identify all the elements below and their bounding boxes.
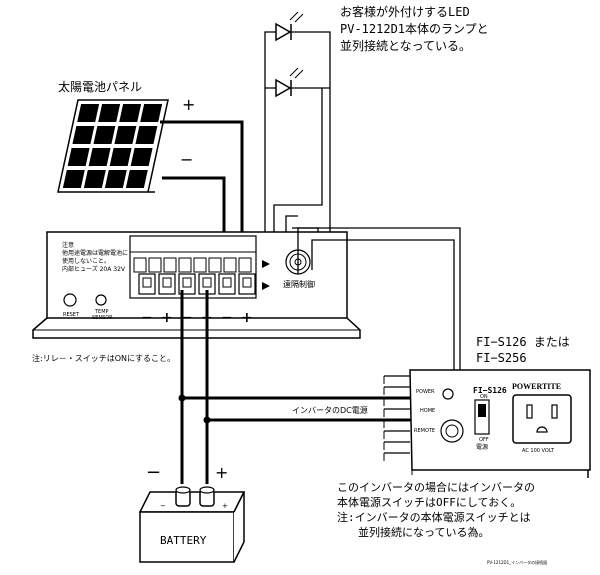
solar-cell — [67, 148, 90, 166]
battery-minus-sign: − — [146, 462, 161, 483]
battery-label: BATTERY — [160, 534, 207, 547]
terminal-arrow — [262, 260, 270, 268]
terminal-clamp — [142, 277, 152, 288]
led-note-line-3: 並列接続となっている。 — [340, 38, 471, 53]
ac-rating-label: AC 100 VOLT — [522, 448, 555, 454]
inverter-name-label: FI−S126 — [473, 386, 507, 395]
terminal-sign: + — [241, 310, 253, 326]
solar-cell — [104, 170, 127, 188]
solar-panel-label: 太陽電池パネル — [58, 79, 142, 94]
solar-cell — [125, 170, 148, 188]
inverter-home-label: HOME — [420, 408, 435, 414]
battery-plus-terminal — [199, 486, 215, 507]
inverter-dc-label: インバータのDC電源 — [292, 406, 368, 415]
temp-sensor-label-2: SENSOR — [92, 315, 113, 321]
bottom-note-line-1: このインバータの場合にはインバータの — [337, 480, 535, 494]
inverter-off-label: OFF — [479, 437, 489, 443]
solar-cell — [135, 126, 158, 144]
solar-cell — [114, 126, 137, 144]
terminal-sign: − — [141, 310, 153, 326]
remote-control-label: 遠隔制御 — [283, 279, 315, 289]
charge-controller — [32, 231, 361, 339]
brand-logo: POWERTITE — [512, 382, 561, 391]
relay-note: 注:リレ－・スイッチはONにすること。 — [32, 353, 175, 363]
inverter-power-label: POWER — [416, 389, 435, 395]
controller-note-4: 内部ヒューズ 20A 32V — [62, 265, 126, 273]
controller-note-2: 他用途電源は電解電池に — [62, 249, 128, 257]
controller-note-1: 注意 — [62, 241, 74, 249]
terminal-clamp — [162, 277, 172, 288]
bottom-note-line-2: 本体電源スイッチはOFFにしておく。 — [337, 495, 521, 509]
solar-cell — [140, 104, 163, 122]
solar-cell — [88, 148, 111, 166]
inverter — [383, 369, 591, 478]
terminal-screw — [208, 257, 222, 273]
bottom-note-line-3: 注:インバータの本体電源スイッチとは — [337, 510, 531, 524]
solar-cell — [119, 104, 142, 122]
solar-panel-cells — [62, 104, 163, 188]
inverter-on-label: ON — [480, 394, 488, 400]
terminal-screw — [133, 257, 147, 273]
solar-cell — [77, 104, 100, 122]
battery-plus-small: + — [222, 502, 228, 510]
solar-cell — [72, 126, 95, 144]
ac-outlet — [512, 394, 572, 444]
panel-plus-sign: + — [182, 95, 195, 114]
reset-label: RESET — [63, 312, 80, 318]
terminal-screw — [238, 257, 252, 273]
battery-plus-sign: + — [215, 463, 228, 482]
solar-cell — [98, 104, 121, 122]
terminal-sign: + — [161, 310, 173, 326]
bottom-note-line-4: 並列接続になっている為。 — [358, 525, 489, 539]
terminal-screw — [178, 257, 192, 273]
solar-cell — [83, 170, 106, 188]
led-note-line-2: PV-1212D1本体のランプと — [340, 22, 489, 36]
solar-cell — [130, 148, 153, 166]
terminal-screw — [163, 257, 177, 273]
terminal-clamp — [242, 277, 252, 288]
terminal-clamp — [202, 277, 212, 288]
power-lamp — [442, 388, 454, 400]
inverter-model-line-2: FI−S256 — [476, 351, 527, 365]
temp-sensor-label-1: TEMP — [94, 309, 109, 315]
solar-cell — [93, 126, 116, 144]
inverter-switch-toggle — [478, 404, 486, 417]
battery-minus-small: − — [160, 502, 166, 510]
terminal-sign: − — [181, 310, 193, 326]
inverter-heat-fins — [383, 375, 410, 461]
footer-caption: PV-1212D1_インバータの接続図 — [487, 559, 547, 565]
solar-cell — [62, 170, 85, 188]
temp-sensor-port — [95, 294, 107, 306]
battery — [138, 486, 246, 563]
solar-panel — [57, 99, 169, 193]
terminal-screw — [223, 257, 237, 273]
controller-note-3: 使用しないこと。 — [62, 257, 110, 265]
terminal-sign: − — [221, 310, 233, 326]
panel-minus-sign: − — [180, 150, 193, 169]
inverter-remote-label: REMOTE — [414, 428, 435, 434]
inverter-switch-label: 電源 — [476, 443, 488, 451]
battery-minus-terminal — [175, 486, 191, 507]
inverter-remote-port — [440, 419, 464, 443]
solar-cell — [109, 148, 132, 166]
terminal-screw — [148, 257, 162, 273]
led-icon — [275, 11, 304, 42]
junction-dot — [203, 416, 211, 424]
led-icon — [275, 67, 304, 98]
junction-dot — [178, 394, 186, 402]
terminal-clamp — [222, 277, 232, 288]
reset-button — [63, 293, 77, 307]
terminal-arrow — [262, 282, 270, 290]
inverter-model-line-1: FI−S126 または — [476, 335, 570, 349]
led-note-line-1: お客様が外付けするLED — [340, 4, 470, 19]
terminal-block — [133, 257, 270, 295]
terminal-clamp — [182, 277, 192, 288]
terminal-screw — [193, 257, 207, 273]
